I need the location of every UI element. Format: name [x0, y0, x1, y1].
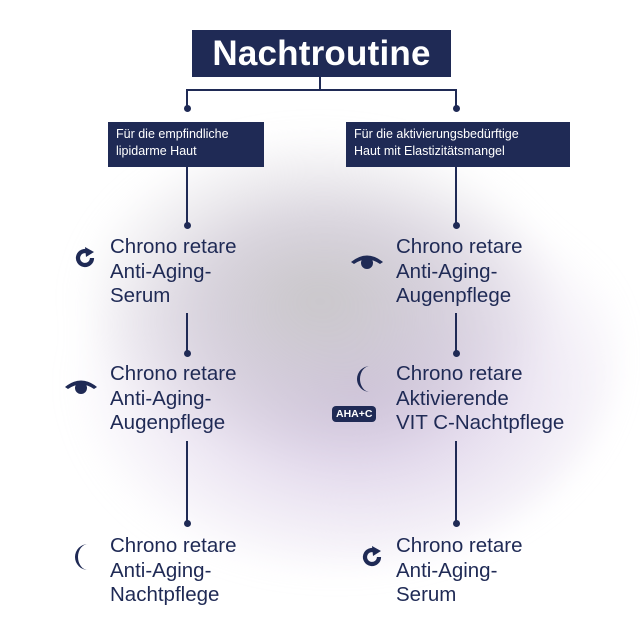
step-line: Serum: [110, 284, 171, 307]
right-connector-3: [455, 441, 457, 523]
left-connector-1: [186, 167, 188, 225]
refresh-icon: [75, 247, 95, 268]
left-dot-2: [183, 350, 191, 357]
left-column-heading: Für die empfindliche lipidarme Haut: [108, 122, 264, 167]
right-dot-2: [452, 350, 460, 357]
step-line: Chrono retare: [110, 362, 237, 385]
branch-right-dot: [452, 105, 460, 112]
right-step-3: Chrono retare Anti-Aging- Serum: [396, 534, 522, 608]
right-connector-2: [455, 313, 457, 353]
right-step-1: Chrono retare Anti-Aging- Augenpflege: [396, 235, 522, 309]
right-dot-1: [452, 222, 460, 229]
refresh-icon: [362, 546, 382, 567]
eye-icon: [351, 255, 383, 269]
step-line: Augenpflege: [396, 284, 512, 307]
branch-left-drop: [186, 89, 188, 107]
right-connector-1: [455, 167, 457, 225]
step-line: Nachtpflege: [110, 583, 220, 606]
right-heading-line1: Für die aktivierungsbedürftige: [354, 127, 519, 141]
step-line: Chrono retare: [110, 534, 237, 557]
moon-icon: [357, 366, 370, 392]
step-line: VIT C-Nachtpflege: [396, 411, 565, 434]
step-line: Anti-Aging-: [110, 259, 212, 283]
left-dot-1: [183, 222, 191, 229]
step-line: Anti-Aging-: [396, 558, 498, 582]
step-line: Augenpflege: [110, 411, 226, 434]
step-line: Chrono retare: [396, 235, 523, 258]
right-heading-line2: Haut mit Elastizitätsmangel: [354, 144, 505, 158]
title-stem: [319, 77, 321, 90]
left-dot-3: [183, 520, 191, 527]
step-line: Anti-Aging-: [110, 558, 212, 582]
step-line: Anti-Aging-: [110, 386, 212, 410]
background-glow: [40, 130, 620, 570]
eye-icon: [65, 380, 97, 394]
step-line: Aktivierende: [396, 386, 509, 410]
left-connector-3: [186, 441, 188, 523]
step-line: Chrono retare: [396, 534, 523, 557]
right-column-heading: Für die aktivierungsbedürftige Haut mit …: [346, 122, 570, 167]
branch-bar: [186, 89, 457, 91]
left-step-3: Chrono retare Anti-Aging- Nachtpflege: [110, 534, 236, 608]
left-step-2: Chrono retare Anti-Aging- Augenpflege: [110, 362, 236, 436]
branch-right-drop: [455, 89, 457, 107]
branch-left-dot: [183, 105, 191, 112]
right-step-2: Chrono retare Aktivierende VIT C-Nachtpf…: [396, 362, 564, 436]
moon-icon: [75, 544, 88, 570]
aha-c-badge: AHA+C: [332, 406, 377, 422]
step-line: Anti-Aging-: [396, 259, 498, 283]
step-line: Serum: [396, 583, 457, 606]
left-heading-line2: lipidarme Haut: [116, 144, 197, 158]
right-dot-3: [452, 520, 460, 527]
step-line: Chrono retare: [396, 362, 523, 385]
step-line: Chrono retare: [110, 235, 237, 258]
left-heading-line1: Für die empfindliche: [116, 127, 229, 141]
page-title: Nachtroutine: [192, 30, 451, 77]
left-step-1: Chrono retare Anti-Aging- Serum: [110, 235, 236, 309]
left-connector-2: [186, 313, 188, 353]
